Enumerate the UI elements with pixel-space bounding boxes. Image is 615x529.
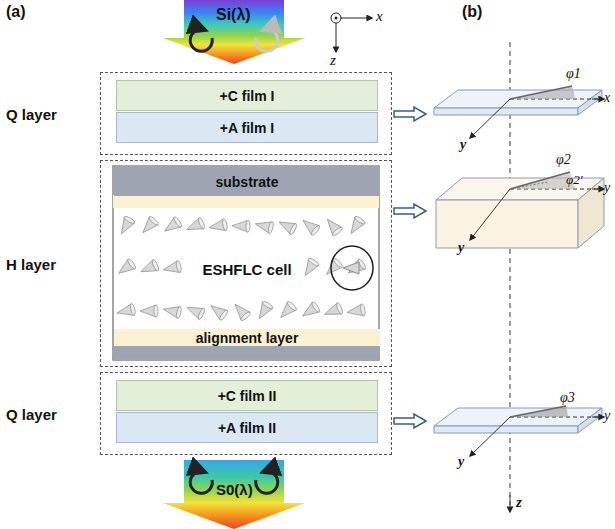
layer-label: +A film II — [218, 420, 276, 436]
axis-label: φ1 — [566, 66, 581, 82]
axis-label: y — [460, 137, 466, 153]
layer-heading: H layer — [6, 256, 56, 273]
layer-label: +C film I — [220, 88, 275, 104]
layer-label: substrate — [215, 174, 278, 190]
axis-label: x — [376, 8, 383, 25]
axis-label: x — [604, 90, 610, 106]
axis-label: y — [604, 408, 610, 424]
light-arrow — [163, 0, 305, 64]
layer-heading: Q layer — [6, 106, 57, 123]
panel-label: (b) — [462, 3, 482, 21]
axis-label: y — [458, 454, 464, 470]
film-layer: ESHFLC cell — [114, 209, 380, 329]
axis-label: y — [604, 180, 610, 196]
axis-label: φ2 — [556, 152, 571, 168]
layer-group: H layersubstrateESHFLC cellalignment lay… — [100, 160, 392, 367]
axis-label: y — [458, 240, 464, 256]
axis-label: z — [330, 52, 336, 69]
film-layer: +C film II — [116, 380, 378, 411]
axis-label: φ3 — [560, 390, 575, 406]
signal-label: Si(λ) — [216, 6, 251, 24]
panel-label: (a) — [6, 3, 26, 21]
film-layer: +A film I — [116, 112, 378, 143]
film-layer: substrate — [114, 167, 380, 196]
layer-label: alignment layer — [196, 330, 299, 346]
axis-label: z — [516, 494, 522, 511]
layer-heading: Q layer — [6, 406, 57, 423]
layer-label: ESHFLC cell — [199, 261, 294, 278]
film-layer: alignment layer — [114, 329, 380, 346]
layer-group: Q layer+C film I+A film I — [100, 72, 392, 155]
signal-label: S0(λ) — [216, 481, 253, 498]
film-layer: +A film II — [116, 412, 378, 443]
axis-label: φ2' — [566, 172, 582, 188]
light-arrow — [163, 460, 305, 529]
layer-group: Q layer+C film II+A film II — [100, 372, 392, 455]
film-layer: +C film I — [116, 80, 378, 111]
layer-label: +C film II — [218, 388, 277, 404]
layer-label: +A film I — [220, 120, 274, 136]
